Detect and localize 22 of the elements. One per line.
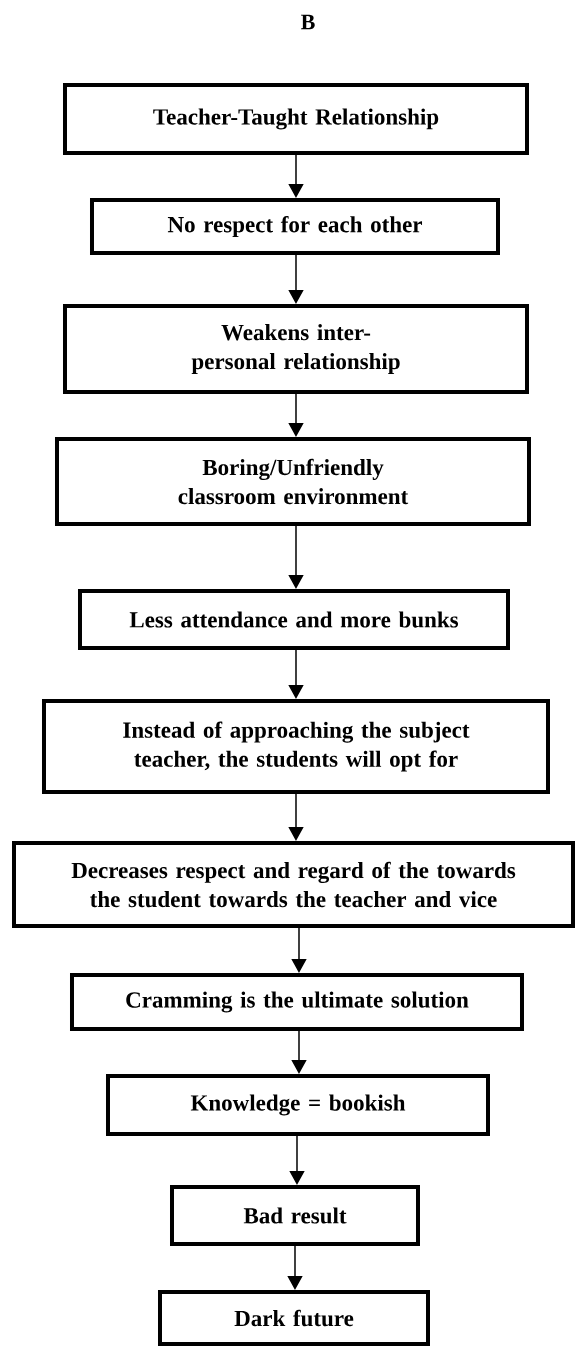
process-box: Instead of approaching the subject teacher, the students will opt for [42,699,550,794]
process-box: Decreases respect and regard of the towards the student towards the teacher and vice [12,841,575,928]
arrow [291,1030,307,1074]
process-box: Knowledge = bookish [106,1074,490,1136]
process-box: Less attendance and more bunks [78,589,510,650]
arrow [288,649,304,699]
process-box: Cramming is the ultimate solution [70,973,524,1031]
arrow [288,254,304,304]
process-box: Boring/Unfriendly classroom environment [55,437,531,526]
process-box: Weakens inter-personal relationship [63,304,529,394]
process-box: Teacher-Taught Relationship [63,83,529,155]
arrow [289,1135,305,1185]
process-box: Dark future [158,1290,430,1346]
title: B [301,14,315,30]
process-box: Bad result [170,1185,420,1246]
arrow [291,927,307,973]
arrow [288,154,304,198]
arrow [288,525,304,589]
arrow [288,793,304,841]
arrow [287,1245,303,1290]
arrow [288,393,304,437]
process-box: No respect for each other [90,198,500,255]
